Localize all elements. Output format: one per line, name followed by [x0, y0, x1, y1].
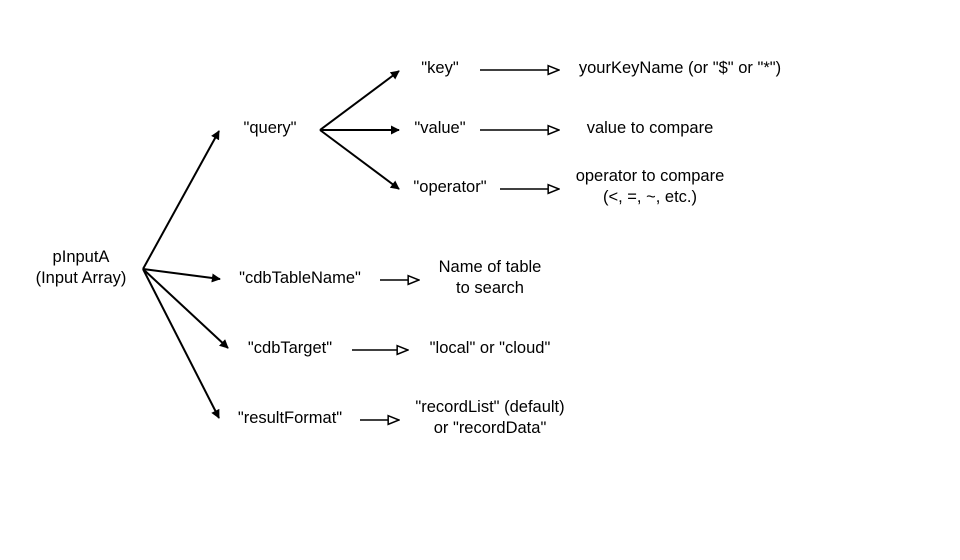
cdbtarget-node: "cdbTarget" [247, 339, 333, 357]
cdbtablename-description-line2: to search [456, 279, 524, 297]
query-node: "query" [243, 119, 297, 137]
arrow-query-to-key [319, 70, 400, 131]
operator-node: "operator" [413, 178, 487, 196]
root-node-subtitle: (Input Array) [35, 269, 127, 287]
resultformat-description-line1: "recordList" (default) [415, 398, 565, 416]
resultformat-description-line2: or "recordData" [433, 419, 547, 437]
resultformat-description: "recordList" (default) or "recordData" [415, 397, 564, 439]
arrow-root-to-cdbtarget [142, 268, 229, 349]
operator-description: operator to compare (<, =, ~, etc.) [576, 166, 725, 208]
cdbtablename-node: "cdbTableName" [239, 269, 361, 287]
cdbtarget-description: "local" or "cloud" [429, 339, 551, 357]
key-description: yourKeyName (or "$" or "*") [578, 59, 782, 77]
value-node: "value" [414, 119, 466, 137]
arrow-root-to-resultformat [142, 268, 220, 419]
cdbtablename-description: Name of table to search [439, 257, 542, 299]
value-description: value to compare [586, 119, 714, 137]
cdbtablename-description-line1: Name of table [438, 258, 542, 276]
root-node-name: pInputA [52, 248, 110, 266]
root-node: pInputA (Input Array) [36, 247, 127, 289]
arrow-root-to-cdbtablename [142, 268, 221, 283]
resultformat-node: "resultFormat" [237, 409, 343, 427]
key-node: "key" [421, 59, 459, 77]
operator-description-line1: operator to compare [575, 167, 725, 185]
arrow-query-to-operator [319, 129, 400, 190]
operator-description-line2: (<, =, ~, etc.) [603, 188, 697, 206]
arrow-root-to-query [142, 130, 220, 270]
